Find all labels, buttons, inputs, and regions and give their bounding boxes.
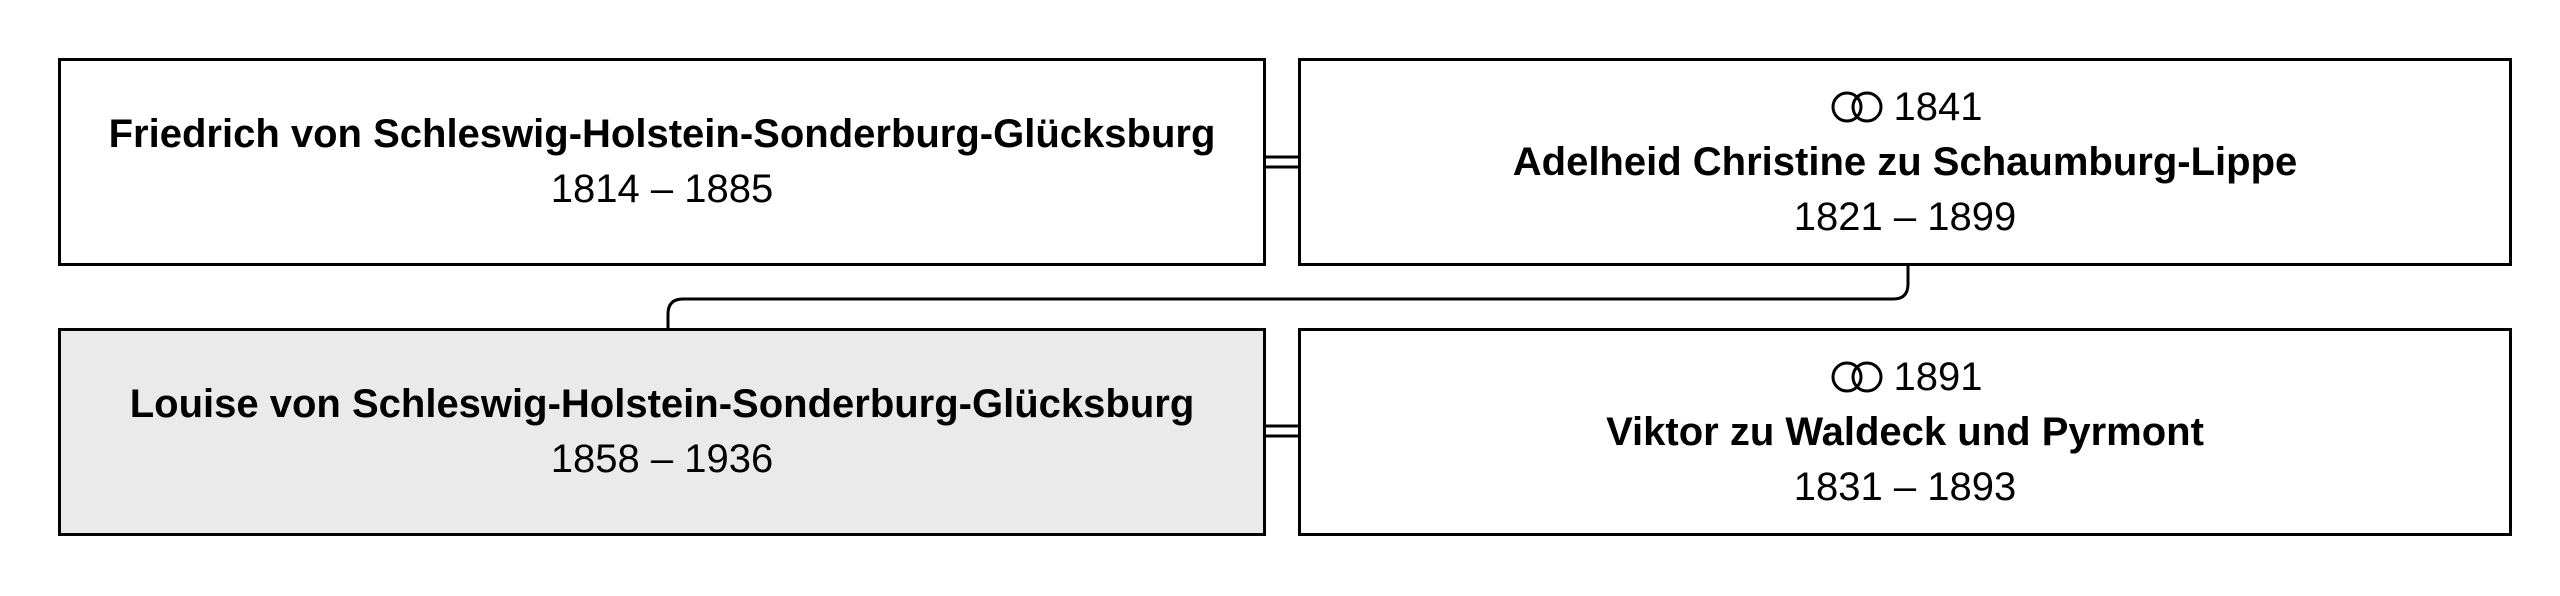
marriage-year: 1841 <box>1893 84 1983 129</box>
person-box-child[interactable]: Louise von Schleswig-Holstein-Sonderburg… <box>58 328 1266 536</box>
person-name: Friedrich von Schleswig-Holstein-Sonderb… <box>108 112 1216 156</box>
wedding-rings-icon <box>1831 361 1882 393</box>
person-box-father[interactable]: Friedrich von Schleswig-Holstein-Sonderb… <box>58 58 1266 266</box>
person-dates: 1858 – 1936 <box>550 437 774 481</box>
marriage-info: 1841 <box>1828 80 1983 135</box>
person-name: Viktor zu Waldeck und Pyrmont <box>1606 409 2204 454</box>
person-dates: 1821 – 1899 <box>1793 194 2017 239</box>
marriage-year: 1891 <box>1893 354 1983 399</box>
person-name: Adelheid Christine zu Schaumburg-Lippe <box>1512 139 2298 184</box>
person-box-mother[interactable]: 1841 Adelheid Christine zu Schaumburg-Li… <box>1298 58 2512 266</box>
person-box-spouse[interactable]: 1891 Viktor zu Waldeck und Pyrmont 1831 … <box>1298 328 2512 536</box>
person-name: Louise von Schleswig-Holstein-Sonderburg… <box>129 382 1195 426</box>
person-dates: 1831 – 1893 <box>1793 464 2017 509</box>
wedding-rings-icon <box>1831 91 1882 123</box>
marriage-info: 1891 <box>1828 350 1983 405</box>
person-dates: 1814 – 1885 <box>550 167 774 211</box>
descent-line <box>666 264 1910 330</box>
